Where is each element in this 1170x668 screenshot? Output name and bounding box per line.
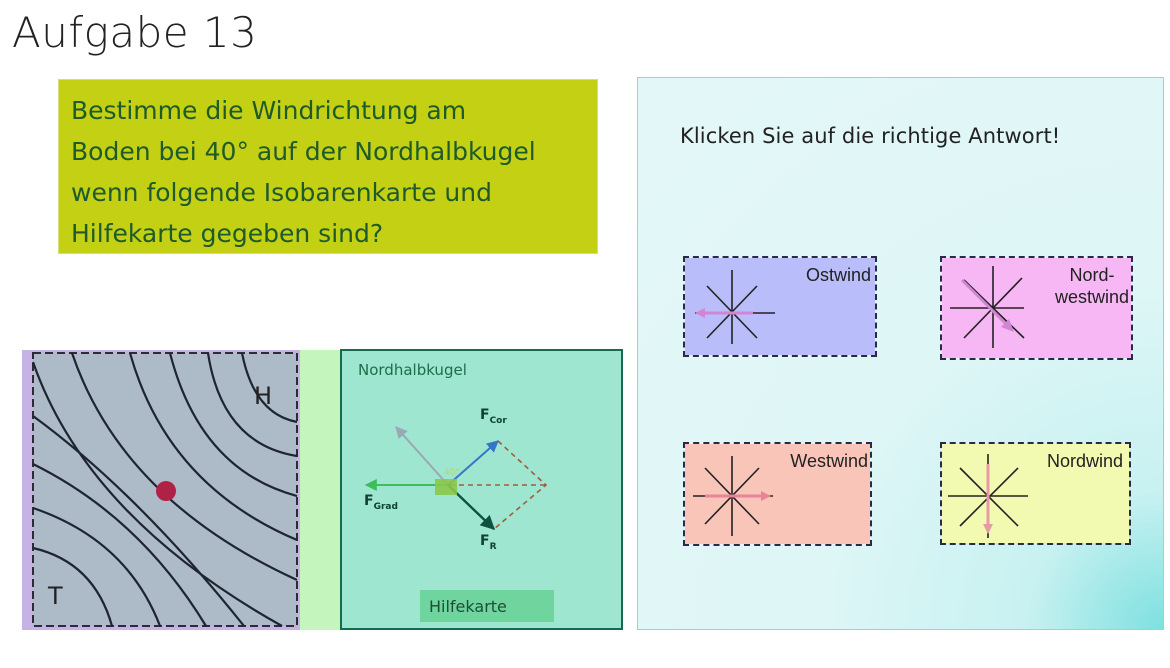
isobar-line bbox=[128, 352, 298, 542]
option-background bbox=[685, 444, 870, 544]
isobar-lines bbox=[32, 352, 298, 627]
f-cor-label: FCor bbox=[480, 407, 507, 426]
help-caption-background bbox=[420, 590, 554, 622]
option-label: Nord- westwind bbox=[1054, 265, 1129, 307]
option-label: Westwind bbox=[790, 451, 868, 471]
isobar-line bbox=[240, 352, 298, 424]
help-map-caption: Hilfekarte bbox=[429, 597, 507, 616]
isobar-line bbox=[70, 352, 298, 582]
answer-ostwind[interactable]: Ostwind bbox=[683, 256, 877, 357]
f-r-label: FR bbox=[480, 533, 497, 552]
answer-nordwind[interactable]: Nordwind bbox=[940, 442, 1131, 545]
isobar-line bbox=[168, 352, 298, 498]
option-background bbox=[685, 258, 875, 355]
help-map: Nordhalbkugel 40° FCor FGrad FR Hilfekar… bbox=[358, 361, 548, 616]
force-parallelogram bbox=[493, 440, 548, 530]
question-text: Bestimme die Windrichtung am Boden bei 4… bbox=[71, 96, 536, 248]
option-label: Ostwind bbox=[805, 265, 871, 285]
angle-label: 40° bbox=[444, 468, 460, 478]
wind-direction-arrow bbox=[395, 426, 449, 486]
f-grad-label: FGrad bbox=[364, 493, 398, 512]
isobar-line bbox=[206, 352, 298, 458]
f-cor-arrow bbox=[447, 440, 499, 486]
wind-arrow-icon bbox=[960, 278, 1010, 328]
high-pressure-label: H bbox=[254, 382, 272, 410]
green-strip bbox=[300, 350, 342, 630]
compass-rose-icon bbox=[695, 270, 775, 344]
help-map-frame bbox=[340, 349, 623, 630]
help-map-title: Nordhalbkugel bbox=[358, 361, 467, 379]
compass-rose-icon bbox=[948, 454, 1028, 538]
isobar-line bbox=[32, 361, 283, 627]
option-background bbox=[942, 444, 1129, 543]
compass-rose-icon bbox=[950, 266, 1025, 348]
origin-marker bbox=[435, 479, 457, 495]
slide-title: Aufgabe 13 bbox=[12, 8, 258, 57]
isobar-line bbox=[32, 463, 207, 627]
isobar-line bbox=[32, 506, 162, 627]
answer-prompt: Klicken Sie auf die richtige Antwort! bbox=[680, 124, 1061, 148]
answer-nordwestwind[interactable]: Nord- westwind bbox=[940, 256, 1133, 360]
isobar-line bbox=[32, 415, 245, 627]
option-label: Nordwind bbox=[1046, 451, 1123, 471]
isobar-map: H T bbox=[32, 352, 298, 627]
compass-rose-icon bbox=[693, 456, 773, 536]
question-box: Bestimme die Windrichtung am Boden bei 4… bbox=[58, 79, 598, 254]
answer-westwind[interactable]: Westwind bbox=[683, 442, 872, 546]
location-marker bbox=[156, 481, 176, 501]
low-pressure-label: T bbox=[47, 582, 63, 610]
isobar-line bbox=[32, 546, 114, 627]
